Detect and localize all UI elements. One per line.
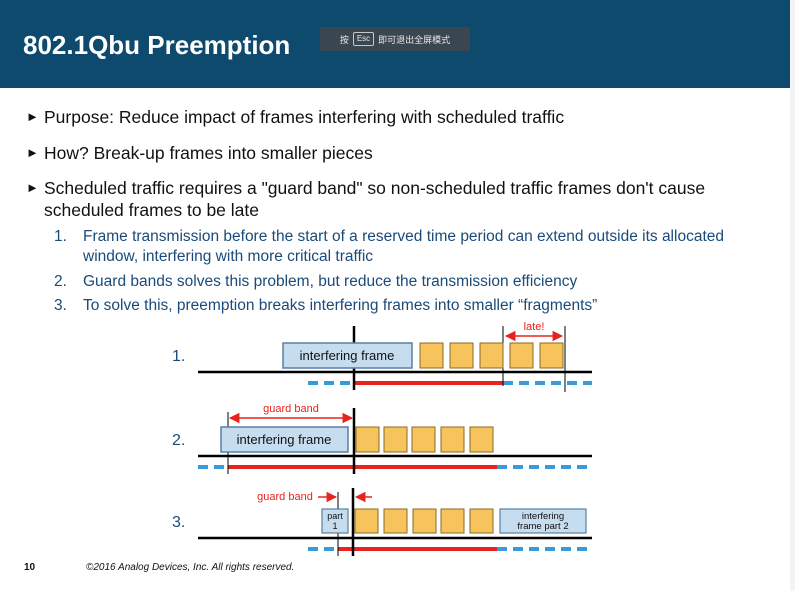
slide-title: 802.1Qbu Preemption	[23, 30, 291, 60]
esc-key-icon: Esc	[352, 32, 375, 46]
scheduled-slot	[440, 508, 465, 534]
window-edge	[790, 0, 795, 591]
scheduled-slot	[419, 342, 444, 369]
scheduled-slot	[469, 508, 494, 534]
frame-label: interfering frame	[237, 432, 332, 447]
item-number: 2.	[54, 273, 67, 290]
scheduled-slot	[469, 426, 494, 453]
row-label: 2.	[172, 432, 185, 449]
late-slot	[509, 342, 534, 369]
item-text: To solve this, preemption breaks interfe…	[83, 297, 598, 314]
row-label: 3.	[172, 514, 185, 531]
fragment-label: frame part 2	[517, 521, 568, 532]
title-bar: 802.1Qbu Preemption 按 Esc 即可退出全屏模式	[0, 0, 790, 88]
bullet-text: How? Break-up frames into smaller pieces	[44, 143, 373, 163]
bullet-triangle-icon: ►	[26, 109, 39, 124]
fragment-label: part	[327, 511, 343, 521]
interfering-frame	[220, 426, 349, 453]
scheduled-slot	[479, 342, 504, 369]
fullscreen-exit-hint: 按 Esc 即可退出全屏模式	[320, 27, 470, 51]
scheduled-slot	[412, 508, 437, 534]
esc-hint-suffix: 即可退出全屏模式	[378, 34, 451, 45]
row-label: 1.	[172, 348, 185, 365]
diagram-row-1: 1. interfering frame late!	[172, 321, 592, 392]
item-number: 1.	[54, 228, 67, 245]
interfering-frame	[282, 342, 413, 369]
esc-hint-prefix: 按	[339, 34, 349, 45]
fragment-label: 1	[332, 521, 337, 531]
scheduled-slot	[355, 426, 380, 453]
fragment-part-1	[321, 508, 349, 534]
scheduled-slot	[440, 426, 465, 453]
guard-band-label: guard band	[263, 403, 319, 415]
bullet-text: Scheduled traffic requires a "guard band…	[44, 178, 706, 220]
item-number: 3.	[54, 297, 67, 314]
late-label: late!	[524, 321, 545, 333]
page-number: 10	[24, 562, 36, 573]
bullet-text: Purpose: Reduce impact of frames interfe…	[44, 107, 565, 127]
late-slot	[539, 342, 564, 369]
fragment-label: interfering	[522, 511, 564, 522]
diagram-row-2: 2. guard band interfering frame	[172, 403, 592, 474]
item-text: Guard bands solves this problem, but red…	[83, 273, 578, 290]
scheduled-slot	[411, 426, 436, 453]
bullet-triangle-icon: ►	[26, 145, 39, 160]
fragment-part-2	[499, 508, 587, 534]
item-text: Frame transmission before the start of a…	[83, 228, 724, 265]
scheduled-slot	[449, 342, 474, 369]
scheduled-slot	[383, 508, 408, 534]
diagram-row-3: 3. guard band part 1 interfering frame p…	[172, 488, 592, 556]
scheduled-slot	[383, 426, 408, 453]
scheduled-slot	[354, 508, 379, 534]
frame-label: interfering frame	[300, 348, 395, 363]
bullet-triangle-icon: ►	[26, 180, 39, 195]
guard-band-label: guard band	[257, 491, 313, 503]
copyright: ©2016 Analog Devices, Inc. All rights re…	[86, 562, 295, 573]
